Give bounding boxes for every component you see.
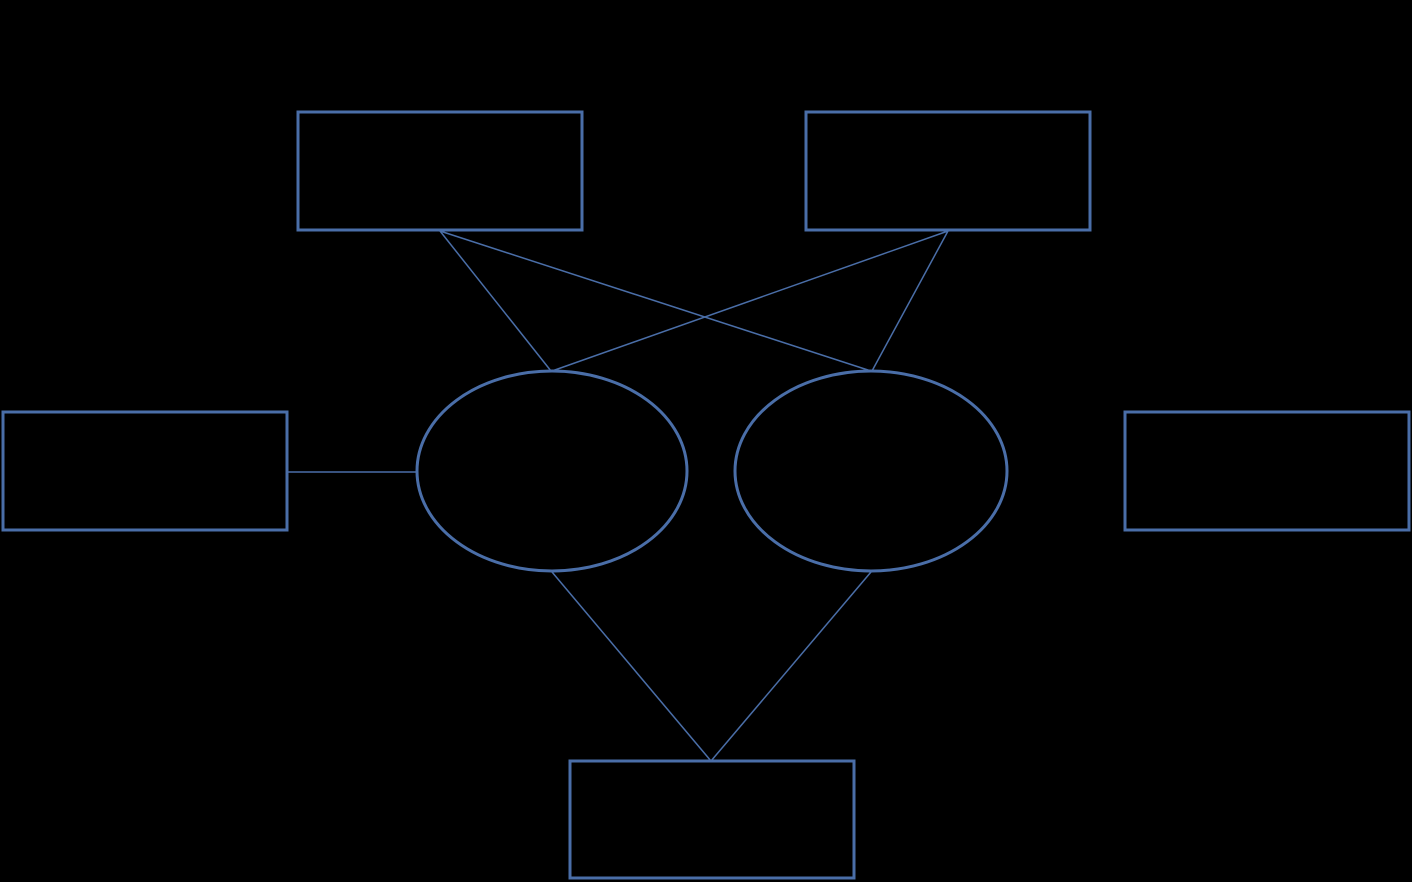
node-ellipse-right bbox=[733, 369, 1009, 573]
edge-box-top-left-to-ellipse-right bbox=[439, 230, 872, 372]
box-middle-right-shape bbox=[1123, 410, 1411, 532]
ellipse-right-shape bbox=[733, 369, 1009, 573]
edge-box-top-left-to-ellipse-left bbox=[439, 230, 552, 372]
node-box-top-left bbox=[296, 110, 584, 232]
edge-ellipse-left-to-box-bottom bbox=[551, 571, 712, 762]
nodes-layer bbox=[1, 110, 1411, 880]
node-box-middle-right bbox=[1123, 410, 1411, 532]
box-bottom-shape bbox=[568, 759, 856, 880]
box-middle-left-shape bbox=[1, 410, 289, 532]
node-box-top-right bbox=[804, 110, 1092, 232]
box-top-right-shape bbox=[804, 110, 1092, 232]
edge-box-top-right-to-ellipse-left bbox=[551, 230, 949, 372]
node-box-middle-left bbox=[1, 410, 289, 532]
node-box-bottom bbox=[568, 759, 856, 880]
edge-ellipse-right-to-box-bottom bbox=[710, 571, 872, 762]
node-ellipse-left bbox=[415, 369, 689, 573]
box-top-left-shape bbox=[296, 110, 584, 232]
edges-layer bbox=[288, 230, 949, 762]
ellipse-left-shape bbox=[415, 369, 689, 573]
edge-box-top-right-to-ellipse-right bbox=[871, 230, 949, 372]
